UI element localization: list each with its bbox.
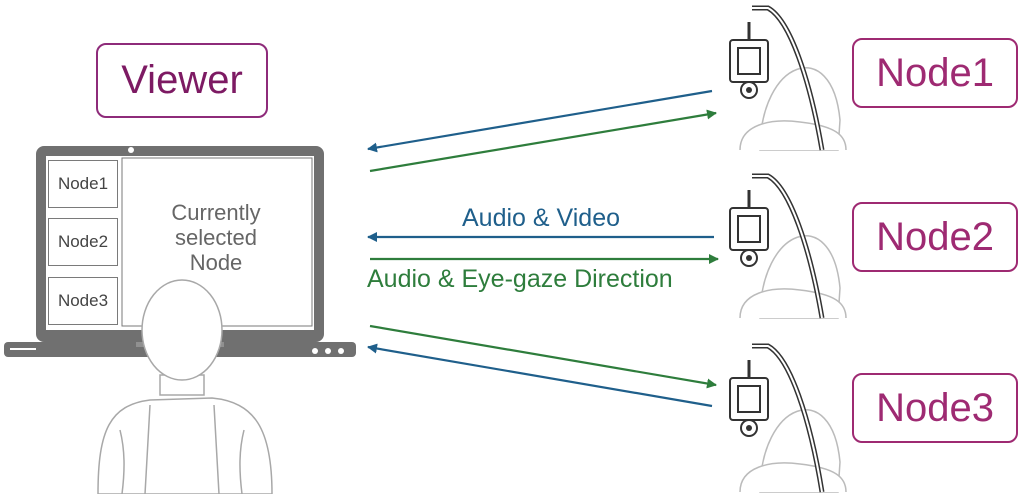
thumbnail-node1[interactable]: Node1	[48, 160, 118, 208]
node1-figure	[729, 5, 847, 151]
viewer-label: Viewer	[96, 43, 268, 118]
arrow-viewer-to-node1	[369, 109, 717, 173]
viewer-person-icon	[97, 279, 273, 494]
node1-label: Node1	[852, 38, 1018, 108]
thumbnail-node3[interactable]: Node3	[48, 277, 118, 325]
arrow-viewer-to-node3	[369, 324, 717, 389]
flow-label-audio-video: Audio & Video	[462, 204, 620, 232]
arrow-node3-to-viewer	[367, 343, 713, 408]
arrow-node1-to-viewer	[367, 89, 713, 153]
thumbnail-node2[interactable]: Node2	[48, 218, 118, 266]
node3-figure	[729, 343, 847, 493]
node2-figure	[729, 173, 847, 319]
node3-label: Node3	[852, 373, 1018, 443]
selected-node-view-text: Currently selected Node	[171, 200, 261, 275]
node2-label: Node2	[852, 202, 1018, 272]
flow-label-audio-eye-gaze: Audio & Eye-gaze Direction	[367, 265, 673, 293]
